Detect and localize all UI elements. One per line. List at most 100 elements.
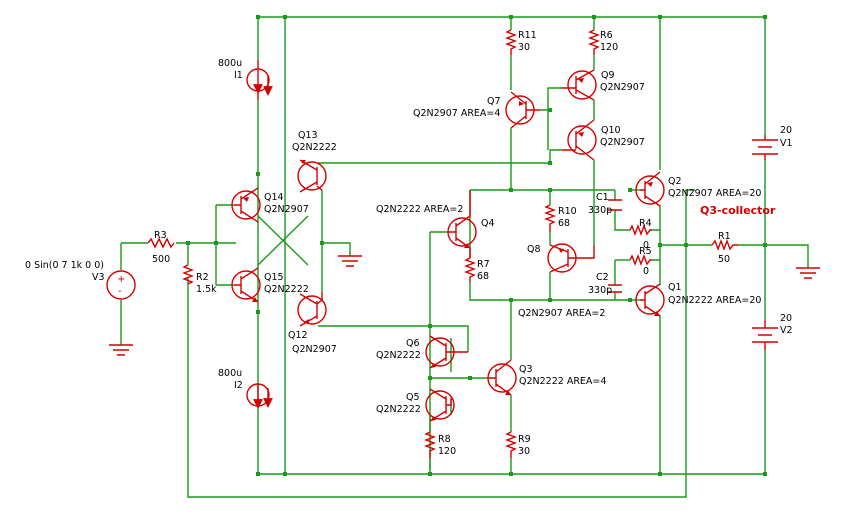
q3-model: Q2N2222 AREA=4 xyxy=(519,376,606,387)
q5-model: Q2N2222 xyxy=(376,404,421,415)
r1-name: R1 xyxy=(718,231,731,242)
transistor-q2: Q2 Q2N2907 AREA=20 xyxy=(635,171,761,207)
r5-value: 0 xyxy=(643,266,649,277)
voltage-source-v1: 20 V1 xyxy=(752,125,793,160)
v3-name: V3 xyxy=(92,272,105,283)
capacitor-c2: C2 330p xyxy=(588,272,622,296)
transistor-q4: Q4 Q2N2222 AREA=2 xyxy=(376,190,495,258)
i1-name: I1 xyxy=(234,70,243,81)
transistor-q3: Q3 Q2N2222 AREA=4 xyxy=(487,359,606,396)
q13-name: Q13 xyxy=(298,130,318,141)
r3-value: 500 xyxy=(152,254,170,265)
q10-model: Q2N2907 xyxy=(600,137,645,148)
q4-name: Q4 xyxy=(481,218,495,229)
i2-value: 800u xyxy=(218,368,242,379)
r4-name: R4 xyxy=(639,218,652,229)
probe-label: Q3-collector xyxy=(700,204,776,217)
r7-value: 68 xyxy=(477,271,489,282)
r10-value: 68 xyxy=(558,218,570,229)
resistor-r11: R11 30 xyxy=(505,29,537,55)
transistor-q8: Q8 Q2N2907 AREA=2 xyxy=(518,243,605,319)
r11-value: 30 xyxy=(518,42,530,53)
q8-model: Q2N2907 AREA=2 xyxy=(518,308,605,319)
r8-name: R8 xyxy=(438,434,451,445)
r9-value: 30 xyxy=(518,446,530,457)
probe-q3-collector[interactable]: Q3-collector xyxy=(700,204,776,217)
q5-name: Q5 xyxy=(406,392,420,403)
v2-name: V2 xyxy=(780,325,793,336)
r1-value: 50 xyxy=(718,254,730,265)
capacitor-c1: C1 330p xyxy=(588,192,622,216)
r7-name: R7 xyxy=(477,259,490,270)
v3-value: 0 Sin(0 7 1k 0 0) xyxy=(25,260,104,271)
transistor-q15: Q15 Q2N2222 xyxy=(231,267,309,303)
c2-value: 330p xyxy=(588,285,612,296)
q12-name: Q12 xyxy=(288,330,308,341)
q9-model: Q2N2907 xyxy=(600,82,645,93)
resistor-r6: R6 120 xyxy=(588,29,618,55)
q13-model: Q2N2222 xyxy=(292,142,337,153)
r11-name: R11 xyxy=(518,30,537,41)
ground-middle xyxy=(338,255,362,267)
q1-name: Q1 xyxy=(668,282,682,293)
resistor-r3: R3 500 xyxy=(147,230,175,265)
junctions xyxy=(186,15,767,476)
resistor-r7: R7 68 xyxy=(464,257,490,282)
q1-model: Q2N2222 AREA=20 xyxy=(668,295,761,306)
transistor-q12: Q12 Q2N2907 xyxy=(288,292,337,355)
voltage-source-v3: + - 0 Sin(0 7 1k 0 0) V3 xyxy=(25,260,136,300)
current-source-i2: 800u I2 xyxy=(218,368,273,409)
q6-name: Q6 xyxy=(406,338,420,349)
r6-name: R6 xyxy=(600,30,613,41)
resistor-r5: R5 0 xyxy=(629,246,652,277)
r9-name: R9 xyxy=(518,434,531,445)
q4-model: Q2N2222 AREA=2 xyxy=(376,204,463,215)
i2-name: I2 xyxy=(234,380,243,391)
voltage-source-v2: 20 V2 xyxy=(752,313,793,350)
transistor-q1: Q1 Q2N2222 AREA=20 xyxy=(635,282,761,317)
q2-model: Q2N2907 AREA=20 xyxy=(668,188,761,199)
q2-name: Q2 xyxy=(668,176,682,187)
c1-name: C1 xyxy=(596,192,609,203)
ground-v3 xyxy=(109,344,133,356)
transistor-q7: Q7 Q2N2907 AREA=4 xyxy=(413,91,540,129)
v1-value: 20 xyxy=(780,125,792,136)
i1-value: 800u xyxy=(218,58,242,69)
q15-model: Q2N2222 xyxy=(264,284,309,295)
q12-model: Q2N2907 xyxy=(292,344,337,355)
v2-value: 20 xyxy=(780,313,792,324)
resistor-r9: R9 30 xyxy=(505,431,531,458)
transistor-q13: Q13 Q2N2222 xyxy=(292,130,337,193)
transistor-q14: Q14 Q2N2907 xyxy=(231,187,309,223)
q15-name: Q15 xyxy=(264,272,284,283)
r8-value: 120 xyxy=(438,446,456,457)
transistor-q5: Q5 Q2N2222 xyxy=(376,388,455,422)
q14-name: Q14 xyxy=(264,192,284,203)
q14-model: Q2N2907 xyxy=(264,204,309,215)
r2-name: R2 xyxy=(196,272,209,283)
r4-value: 0 xyxy=(643,240,649,251)
q3-name: Q3 xyxy=(519,364,533,375)
transistor-q6: Q6 Q2N2222 xyxy=(376,335,468,369)
transistor-q9: Q9 Q2N2907 xyxy=(562,69,645,101)
q10-name: Q10 xyxy=(601,125,621,136)
q7-model: Q2N2907 AREA=4 xyxy=(413,108,500,119)
q7-name: Q7 xyxy=(487,96,501,107)
resistor-r2: R2 1.5k xyxy=(182,264,217,295)
resistor-r1: R1 50 xyxy=(711,231,738,265)
q8-name: Q8 xyxy=(527,244,541,255)
q6-model: Q2N2222 xyxy=(376,350,421,361)
v1-name: V1 xyxy=(780,138,793,149)
resistor-r8: R8 120 xyxy=(424,431,456,458)
q9-name: Q9 xyxy=(601,70,615,81)
r2-value: 1.5k xyxy=(196,284,217,295)
current-source-i1: 800u I1 xyxy=(218,58,273,100)
transistor-q10: Q10 Q2N2907 xyxy=(562,119,645,161)
r6-value: 120 xyxy=(600,42,618,53)
r5-name: R5 xyxy=(639,246,652,257)
resistor-r10: R10 68 xyxy=(544,204,577,232)
svg-text:+: + xyxy=(117,274,125,285)
svg-text:-: - xyxy=(118,286,122,297)
wires xyxy=(120,16,809,498)
